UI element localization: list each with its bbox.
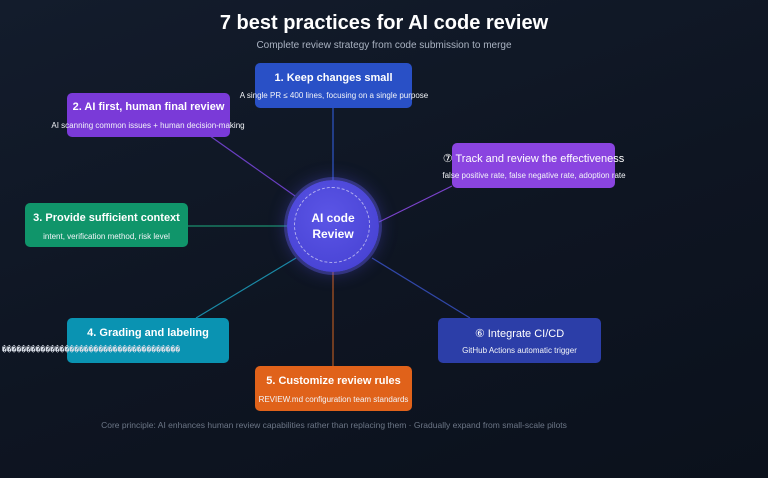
- practice-title: 2. AI first, human final review: [72, 101, 225, 113]
- diagram-subtitle: Complete review strategy from code submi…: [256, 40, 512, 51]
- practice-card-keep-changes-small: 1. Keep changes small: [255, 63, 412, 108]
- practice-title: 4. Grading and labeling: [87, 327, 209, 339]
- hub-label: AI code Review: [311, 211, 355, 241]
- practice-title: 3. Provide sufficient context: [33, 212, 180, 224]
- practice-card-grading-labeling: 4. Grading and labeling: [67, 318, 229, 363]
- practice-desc-keep-changes-small: A single PR ≤ 400 lines, focusing on a s…: [239, 91, 429, 100]
- connector-4: [195, 257, 297, 319]
- practice-title: ⑦ Track and review the effectiveness: [442, 153, 625, 165]
- practice-desc-integrate-cicd: GitHub Actions automatic trigger: [462, 346, 577, 355]
- practice-desc-ai-first: AI scanning common issues + human decisi…: [51, 121, 245, 130]
- connector-2: [209, 135, 296, 197]
- connector-6: [371, 257, 471, 319]
- practice-card-track-effectiveness: ⑦ Track and review the effectiveness: [443, 143, 624, 188]
- practice-desc-customize-rules: REVIEW.md configuration team standards: [258, 395, 409, 404]
- practice-card-integrate-cicd: ⑥ Integrate CI/CD: [438, 318, 601, 363]
- footer-principle: Core principle: AI enhances human review…: [101, 420, 567, 430]
- practice-title: 1. Keep changes small: [274, 72, 393, 84]
- practice-desc-grading-labeling: �������������������������������������: [2, 345, 181, 354]
- central-hub: AI code Review: [287, 180, 379, 272]
- practice-card-customize-rules: 5. Customize review rules: [255, 366, 412, 411]
- practice-title: ⑥ Integrate CI/CD: [474, 328, 565, 340]
- practice-desc-track-effectiveness: false positive rate, false negative rate…: [442, 171, 626, 180]
- hub-dashed-ring: [294, 187, 370, 263]
- practice-card-ai-first: 2. AI first, human final review: [67, 93, 230, 137]
- diagram-title: 7 best practices for AI code review: [219, 12, 549, 34]
- connector-7: [378, 185, 453, 223]
- practice-desc-provide-context: intent, verification method, risk level: [43, 232, 170, 241]
- practice-title: 5. Customize review rules: [266, 375, 401, 387]
- practice-card-provide-context: 3. Provide sufficient context: [25, 203, 188, 247]
